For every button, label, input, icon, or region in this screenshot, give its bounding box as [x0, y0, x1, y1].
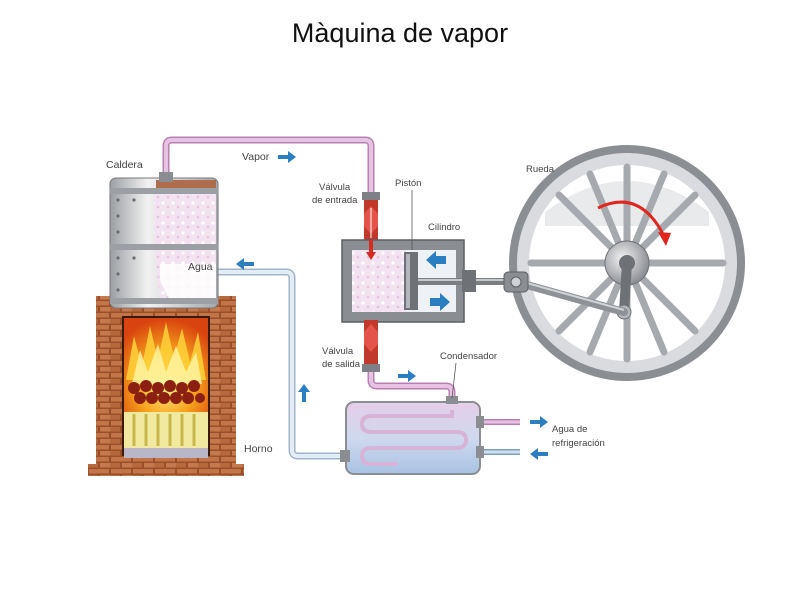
label-agua-refrigeracion-2: refrigeración	[552, 438, 605, 449]
condenser-leader-line	[451, 362, 457, 399]
label-agua: Agua	[188, 261, 213, 273]
arrow-vapor	[278, 151, 296, 163]
exhaust-pipe	[367, 340, 456, 402]
inlet-valve	[362, 192, 380, 244]
label-condensador: Condensador	[440, 351, 497, 362]
fire-flames	[126, 322, 206, 380]
label-valvula-entrada-2: de entrada	[312, 195, 358, 206]
label-vapor: Vapor	[242, 151, 270, 163]
label-piston: Pistón	[395, 178, 421, 189]
label-agua-refrigeracion-1: Agua de	[552, 424, 587, 435]
boiler	[109, 172, 219, 309]
label-horno: Horno	[244, 443, 273, 455]
furnace	[88, 296, 244, 476]
rotation-arrow	[597, 200, 666, 237]
label-valvula-salida-1: Válvula	[322, 346, 354, 357]
diagram-title: Màquina de vapor	[291, 18, 509, 48]
arrow-cooling-out	[530, 416, 548, 428]
arrow-cylinder-2	[430, 293, 450, 311]
connecting-rod	[503, 271, 628, 316]
cylinder	[341, 239, 510, 323]
condenser	[340, 396, 484, 475]
label-rueda: Rueda	[526, 164, 555, 175]
arrow-exhaust	[398, 370, 416, 382]
outlet-valve	[362, 320, 380, 372]
condenser-coil	[359, 410, 469, 466]
arrow-cylinder-1	[426, 251, 446, 269]
flywheel	[509, 145, 745, 381]
arrow-into-boiler	[236, 258, 254, 270]
coal-bed	[128, 380, 205, 404]
label-caldera: Caldera	[106, 159, 143, 171]
label-cilindro: Cilindro	[428, 222, 460, 233]
flow-arrows	[236, 151, 548, 460]
label-valvula-salida-2: de salida	[322, 359, 361, 370]
arrow-return-up	[298, 384, 310, 402]
label-valvula-entrada-1: Válvula	[319, 182, 351, 193]
arrow-cooling-in	[530, 448, 548, 460]
arrow-steam-in	[366, 240, 376, 260]
